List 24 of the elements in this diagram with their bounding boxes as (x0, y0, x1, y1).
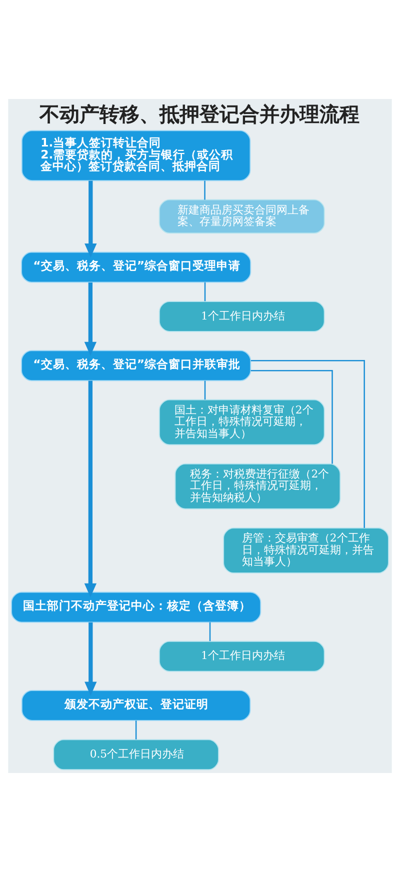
node-box: 房管：交易审查（2个工作日，特殊情况可延期，并告知当事人） (223, 528, 389, 574)
node-box: “交易、税务、登记”综合窗口并联审批 (21, 350, 252, 382)
node-box: “交易、税务、登记”综合窗口受理申请 (21, 252, 252, 283)
node-box: 1.当事人签订转让合同 2.需要贷款的，买方与银行（或公积金中心）签订贷款合同、抵押合同 (21, 130, 251, 182)
node-box: 国土部门不动产登记中心：核定（含登簿） (11, 592, 262, 623)
connector (204, 282, 206, 302)
connector (209, 622, 211, 642)
node-box: 国土：对申请材料复审（2个工作日，特殊情况可延期，并告知当事人） (158, 399, 325, 446)
arrow (84, 282, 97, 356)
connector (135, 720, 137, 740)
arrow (84, 180, 97, 258)
node-box: 1个工作日内办结 (158, 300, 325, 332)
connector (204, 180, 206, 200)
connector (250, 370, 333, 464)
node-box: 颁发不动产权证、登记证明 (21, 690, 251, 722)
node-box: 0.5个工作日内办结 (53, 739, 220, 770)
arrow (84, 622, 97, 696)
node-box: 税务：对税费进行征缴（2个工作日，特殊情况可延期，并告知纳税人） (174, 463, 341, 510)
arrow (84, 380, 97, 598)
connector (204, 380, 206, 400)
diagram-title: 不动产转移、抵押登记合并办理流程 (40, 102, 360, 126)
node-box: 1个工作日内办结 (158, 640, 325, 672)
node-box: 新建商品房买卖合同网上备案、存量房网签备案 (158, 199, 325, 234)
connector (250, 360, 365, 528)
